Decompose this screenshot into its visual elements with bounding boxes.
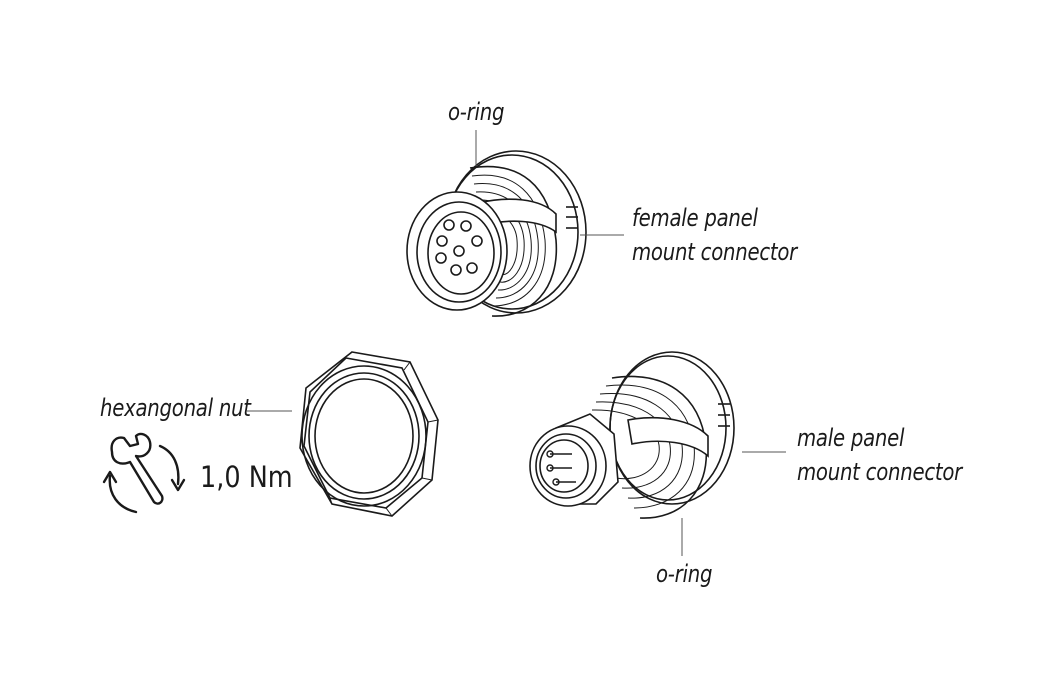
leader-lines bbox=[247, 130, 786, 556]
male-connector-label-line1: male panel bbox=[797, 424, 905, 452]
male-connector bbox=[529, 351, 735, 519]
oring-bottom-label: o-ring bbox=[656, 560, 713, 588]
torque-value: 1,0 Nm bbox=[200, 460, 293, 494]
hexagonal-nut bbox=[299, 351, 439, 517]
wrench-rotate-icon bbox=[102, 432, 186, 514]
female-connector bbox=[406, 150, 587, 317]
hex-nut-label: hexangonal nut bbox=[100, 394, 251, 422]
female-connector-label-line2: mount connector bbox=[632, 238, 798, 266]
oring-top-label: o-ring bbox=[448, 98, 505, 126]
female-connector-label-line1: female panel bbox=[632, 204, 758, 232]
male-connector-label-line2: mount connector bbox=[797, 458, 963, 486]
